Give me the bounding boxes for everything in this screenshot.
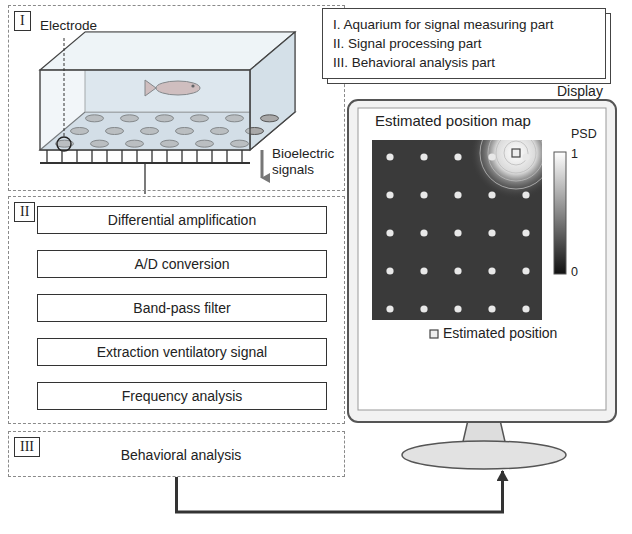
part-region: II Differential amplificationA/D conversi…: [8, 196, 345, 424]
process-box: A/D conversion: [37, 250, 327, 278]
legend-text: Estimated position: [443, 325, 557, 341]
scale-value: 0: [571, 264, 578, 280]
process-label: Behavioral analysis: [121, 447, 242, 463]
colorbar-title: PSD: [571, 126, 597, 142]
key-box: I. Aquarium for signal measuring partII.…: [322, 8, 606, 79]
process-label: Differential amplification: [108, 212, 256, 228]
part-number: III: [14, 437, 40, 457]
scale-value: 1: [571, 146, 578, 162]
part-number: II: [14, 202, 35, 222]
key-line: III. Behavioral analysis part: [333, 53, 595, 72]
legend-sample: [430, 330, 438, 338]
process-box: Differential amplification: [37, 206, 327, 234]
process-label: Frequency analysis: [122, 388, 243, 404]
process-box: Frequency analysis: [37, 382, 327, 410]
process-label: Band-pass filter: [133, 300, 230, 316]
process-label: A/D conversion: [135, 256, 230, 272]
process-box: Extraction ventilatory signal: [37, 338, 327, 366]
key-line: I. Aquarium for signal measuring part: [333, 15, 595, 34]
process-box: Behavioral analysis: [61, 440, 301, 470]
key-line: II. Signal processing part: [333, 34, 595, 53]
part-region: III Behavioral analysis: [8, 431, 345, 477]
display-label: Display: [557, 83, 603, 99]
connector-arrow: [177, 471, 503, 512]
aquarium: [40, 32, 295, 194]
map-title: Estimated position map: [375, 112, 531, 129]
signal-label: Bioelectric signals: [272, 146, 342, 178]
monitor: [348, 100, 616, 469]
process-box: Band-pass filter: [37, 294, 327, 322]
part-number: I: [14, 11, 31, 31]
part-label: Electrode: [40, 18, 97, 34]
process-label: Extraction ventilatory signal: [97, 344, 267, 360]
display-node: DisplayEstimated position map: [345, 85, 620, 470]
